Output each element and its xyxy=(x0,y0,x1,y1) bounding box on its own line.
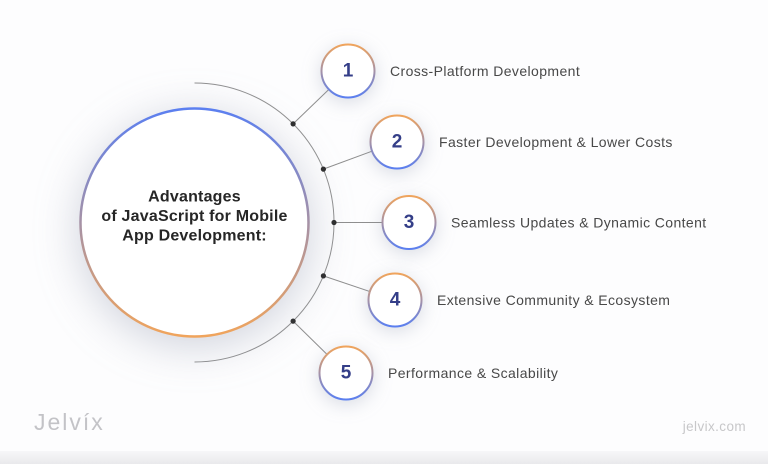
advantage-item-2: 2 Faster Development & Lower Costs xyxy=(320,114,673,172)
connector-dot xyxy=(320,273,326,279)
advantage-item-1: 1 Cross-Platform Development xyxy=(290,43,580,127)
item-label: Faster Development & Lower Costs xyxy=(439,134,673,150)
diagram-title-line-3: App Development: xyxy=(122,228,267,245)
number-circle-5 xyxy=(318,345,374,401)
item-number: 5 xyxy=(341,363,352,384)
connector-dot xyxy=(290,318,296,324)
connector-dot xyxy=(290,121,296,127)
item-label: Extensive Community & Ecosystem xyxy=(437,292,670,308)
item-number: 1 xyxy=(343,61,354,82)
advantage-item-3: 3 Seamless Updates & Dynamic Content xyxy=(331,195,707,250)
item-number: 3 xyxy=(404,212,415,233)
item-label: Seamless Updates & Dynamic Content xyxy=(451,215,707,231)
item-number: 4 xyxy=(390,290,401,311)
advantage-item-5: 5 Performance & Scalability xyxy=(290,318,558,401)
number-circle-3 xyxy=(381,195,437,250)
number-circle-1 xyxy=(320,43,376,99)
connector-dot xyxy=(320,166,326,172)
bottom-band xyxy=(0,451,768,464)
item-label: Performance & Scalability xyxy=(388,365,558,381)
diagram-title-line-1: Advantages xyxy=(148,189,241,206)
advantage-item-4: 4 Extensive Community & Ecosystem xyxy=(320,272,670,328)
item-label: Cross-Platform Development xyxy=(390,63,580,79)
main-circle xyxy=(79,107,310,338)
diagram-title-line-2: of JavaScript for Mobile xyxy=(101,208,287,225)
item-number: 2 xyxy=(392,132,403,153)
connector-dot xyxy=(331,219,337,226)
number-circle-4 xyxy=(367,272,423,328)
website-url: jelvix.com xyxy=(682,419,746,434)
number-circle-2 xyxy=(369,114,425,170)
jelvix-logo: Jelvíx xyxy=(34,409,105,435)
diagram-title: Advantages of JavaScript for Mobile App … xyxy=(101,189,287,245)
